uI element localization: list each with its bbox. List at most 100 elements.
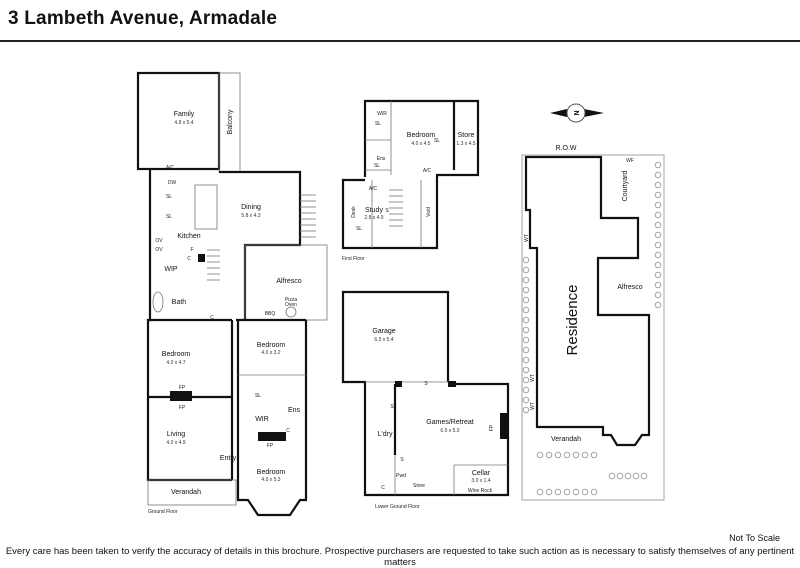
shrub-icon — [522, 346, 530, 354]
verandah-label: Verandah — [171, 489, 201, 496]
shelf-label: S — [400, 457, 404, 463]
cupboard-label: C — [187, 256, 191, 262]
shrub-icon — [522, 366, 530, 374]
verandah-outline — [147, 479, 237, 506]
shrub-icon — [654, 171, 662, 179]
shelf-label: S — [385, 208, 389, 214]
shrub-icon — [654, 291, 662, 299]
west-wall — [146, 169, 232, 482]
column — [395, 381, 402, 387]
shelf-label: S — [390, 404, 394, 410]
lower-ground-floor-plan: Garage 6.5 x 5.4 Games/Retreat 6.5 x 5.0… — [341, 290, 510, 510]
compass-north-label: N — [574, 110, 581, 115]
store-dim: 1.3 x 4.5 — [456, 141, 475, 147]
fireplace-label: FP — [267, 443, 274, 449]
shrub-icon — [590, 451, 598, 459]
wine-rack-label: Wine Rock — [468, 488, 493, 494]
bedroom-label: Bedroom — [257, 469, 286, 476]
store-label: Store — [458, 132, 475, 139]
wir-label: WIR — [255, 416, 269, 423]
lower-ground-walls — [341, 290, 510, 497]
shrub-icon — [522, 316, 530, 324]
shrub-icon — [545, 451, 553, 459]
ens-label: Ens — [288, 407, 301, 414]
shrub-icon — [654, 271, 662, 279]
shrub-icon — [654, 281, 662, 289]
shrub-icon — [522, 306, 530, 314]
shrub-icon — [654, 231, 662, 239]
fireplace-label: FP — [489, 424, 495, 431]
ac-label: A/C — [369, 186, 378, 192]
shrub-icon — [522, 356, 530, 364]
entry-label: Entry — [220, 455, 237, 462]
first-floor-plan: WIR Bedroom 4.0 x 4.5 Store 1.3 x 4.5 En… — [341, 99, 480, 262]
family-dim: 4.8 x 5.4 — [174, 120, 193, 126]
shrub-icon — [563, 488, 571, 496]
kitchen-island — [194, 184, 218, 230]
shrub-icon — [522, 296, 530, 304]
shrub-icon — [654, 161, 662, 169]
games-retreat-dim: 6.5 x 5.0 — [440, 428, 459, 434]
shelf-label: S — [424, 381, 428, 387]
cupboard-label: C — [381, 485, 385, 491]
shrub-icon — [536, 451, 544, 459]
water-tank-label: WT — [524, 234, 530, 242]
pizza-oven-label: Oven — [285, 302, 297, 308]
alfresco-label: Alfresco — [617, 284, 642, 291]
water-tank-label: WT — [530, 374, 536, 382]
pantry-block — [198, 254, 205, 262]
living-label: Living — [167, 431, 185, 438]
shrub-icon — [522, 406, 530, 414]
oven-label: OV — [155, 247, 163, 253]
shrub-icon — [654, 211, 662, 219]
residence-outline — [524, 155, 651, 447]
shrub-icon — [654, 261, 662, 269]
shrub-icon — [522, 336, 530, 344]
garage-dim: 6.5 x 5.4 — [374, 337, 393, 343]
kitchen-label: Kitchen — [177, 233, 200, 240]
store-label: Store — [413, 483, 425, 489]
skylight-label: SL — [374, 163, 380, 169]
page-title: 3 Lambeth Avenue, Armadale — [8, 8, 278, 29]
residence-label: Residence — [564, 285, 581, 356]
shrub-icon — [522, 256, 530, 264]
cupboard-label: C — [286, 428, 290, 434]
skylight-label: SL — [166, 214, 172, 220]
shrub-icon — [654, 181, 662, 189]
bedroom-dim: 4.0 x 3.2 — [261, 350, 280, 356]
shrub-icon — [522, 396, 530, 404]
stairs-icon — [207, 194, 316, 281]
east-wing-walls — [236, 320, 308, 517]
bedroom-label: Bedroom — [407, 132, 436, 139]
fireplace-label: FP — [179, 405, 186, 411]
wip-label: WIP — [164, 266, 178, 273]
shrub-icon — [522, 376, 530, 384]
column — [448, 381, 456, 387]
bedroom-dim: 4.0 x 4.7 — [166, 360, 185, 366]
wir-label: WIR — [377, 111, 387, 117]
fireplace-label: FP — [179, 385, 186, 391]
bedroom-label: Bedroom — [257, 342, 286, 349]
compass-icon: N — [550, 103, 604, 123]
bathtub-icon — [152, 291, 164, 313]
water-tank-label: WT — [530, 402, 536, 410]
study-label: Study — [365, 207, 383, 214]
study-dim: 2.8 x 4.9 — [364, 215, 383, 221]
skylight-label: SL — [434, 138, 440, 144]
living-dim: 4.0 x 4.9 — [166, 440, 185, 446]
void-label: Void — [426, 207, 432, 217]
shrub-icon — [590, 488, 598, 496]
shrub-icon — [563, 451, 571, 459]
bedroom-dim: 4.0 x 4.5 — [411, 141, 430, 147]
oven-label: OV — [155, 238, 163, 244]
dining-label: Dining — [241, 204, 261, 211]
shrub-icon — [654, 201, 662, 209]
bedroom-dim: 4.0 x 5.3 — [261, 477, 280, 483]
title-divider — [0, 40, 800, 42]
first-floor-walls — [341, 99, 480, 250]
shrub-icon — [522, 266, 530, 274]
shrub-icon — [608, 472, 616, 480]
shrub-icon — [522, 326, 530, 334]
cupboard-label: C — [210, 315, 214, 321]
